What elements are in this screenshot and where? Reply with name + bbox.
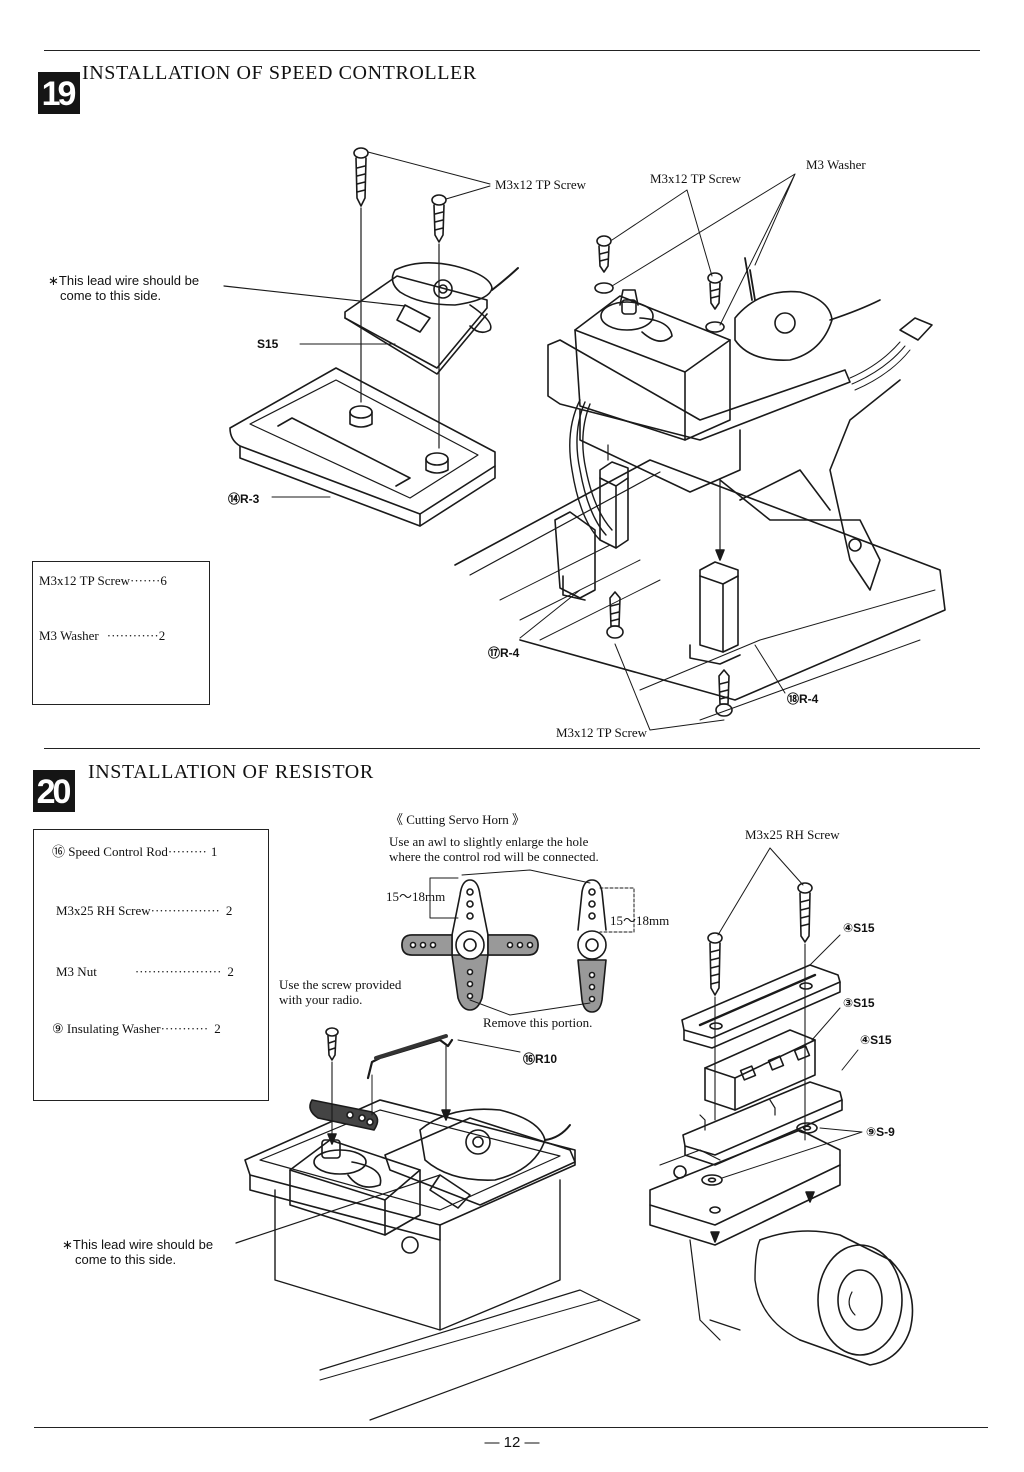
- parts-row-qty: 2: [159, 628, 166, 643]
- parts-row-tp-screw: M3x12 TP Screw·······6: [39, 573, 167, 589]
- screw-icon: [326, 1028, 338, 1060]
- step20-note-line-1: ∗This lead wire should be: [62, 1237, 213, 1252]
- parts-row-qty: 1: [211, 844, 218, 859]
- parts-row-insulating-washer: ⑨ Insulating Washer··········· 2: [52, 1021, 221, 1037]
- page-number: — 12 —: [0, 1434, 1024, 1451]
- parts-row-nut: M3 Nut ···················· 2: [56, 964, 234, 980]
- parts-row-qty: 6: [160, 573, 167, 588]
- screw-provided-note-line-1: Use the screw provided: [279, 977, 401, 992]
- parts-row-dots: ················: [151, 903, 220, 918]
- parts-row-dots: ·········: [168, 844, 207, 859]
- step20-parts-box: ⑯ Speed Control Rod········· 1 M3x25 RH S…: [33, 829, 269, 1101]
- part-label-s15-bottom: ④S15: [860, 1033, 892, 1047]
- screw-icon: [798, 883, 812, 942]
- cutting-instruction-line-1: Use an awl to slightly enlarge the hole: [389, 834, 588, 849]
- step19-right-illustration: [455, 174, 945, 730]
- part-label-s15-middle: ③S15: [843, 996, 875, 1010]
- parts-row-name: M3x25 RH Screw: [56, 903, 151, 918]
- parts-row-speed-control-rod: ⑯ Speed Control Rod········· 1: [52, 841, 217, 860]
- step19-note-line-1: ∗This lead wire should be: [48, 273, 199, 288]
- parts-row-name: ⑨ Insulating Washer: [52, 1021, 161, 1036]
- screw-provided-note-line-2: with your radio.: [279, 992, 362, 1007]
- screw-icon: [432, 195, 446, 242]
- dimension-label-right: 15〜18mm: [610, 913, 669, 928]
- screw-icon: [607, 592, 623, 638]
- screw-icon: [354, 148, 368, 206]
- part-label-s15: ⑝S15: [257, 337, 278, 351]
- part-label-r4-a: ⑰R-4: [488, 644, 519, 661]
- parts-row-name: M3 Washer: [39, 628, 99, 643]
- remove-portion-label: Remove this portion.: [483, 1015, 592, 1030]
- parts-row-dots: ····················: [135, 964, 222, 979]
- part-label-s15-top: ④S15: [843, 921, 875, 935]
- part-label-r10: ⑯R10: [523, 1050, 557, 1067]
- step20-note-line-2: come to this side.: [75, 1252, 176, 1267]
- part-label-s9: ⑨S-9: [866, 1125, 895, 1139]
- label-m3-washer: M3 Washer: [806, 157, 866, 172]
- screw-icon: [708, 273, 722, 309]
- parts-row-qty: 2: [214, 1021, 221, 1036]
- parts-row-rh-screw: M3x25 RH Screw················ 2: [56, 903, 232, 919]
- label-m3x12-tp-screw-c: M3x12 TP Screw: [556, 725, 647, 740]
- step19-note-line-2: come to this side.: [60, 288, 161, 303]
- screw-icon: [708, 933, 722, 995]
- parts-row-dots: ············: [107, 628, 159, 643]
- part-label-r4-b: ⑱R-4: [787, 690, 818, 707]
- parts-row-name: M3 Nut: [56, 964, 97, 979]
- parts-row-name: M3x12 TP Screw: [39, 573, 130, 588]
- step19-parts-box: M3x12 TP Screw·······6 M3 Washer········…: [32, 561, 210, 705]
- label-m3x12-tp-screw-b: M3x12 TP Screw: [650, 171, 741, 186]
- step20-middle-illustration: [236, 1028, 640, 1420]
- part-label-r3: ⑭R-3: [228, 490, 259, 507]
- parts-row-name: ⑯ Speed Control Rod: [52, 844, 168, 859]
- cutting-instruction-line-2: where the control rod will be connected.: [389, 849, 599, 864]
- label-m3x25-rh-screw: M3x25 RH Screw: [745, 827, 840, 842]
- screw-icon: [597, 236, 611, 272]
- label-m3x12-tp-screw-a: M3x12 TP Screw: [495, 177, 586, 192]
- parts-row-dots: ·······: [130, 573, 160, 588]
- parts-row-washer: M3 Washer ············2: [39, 628, 165, 644]
- dimension-label-left: 15〜18mm: [386, 889, 445, 904]
- parts-row-dots: ···········: [161, 1021, 209, 1036]
- parts-row-qty: 2: [227, 964, 234, 979]
- parts-row-qty: 2: [226, 903, 233, 918]
- cutting-servo-horn-title: 《 Cutting Servo Horn 》: [390, 812, 525, 827]
